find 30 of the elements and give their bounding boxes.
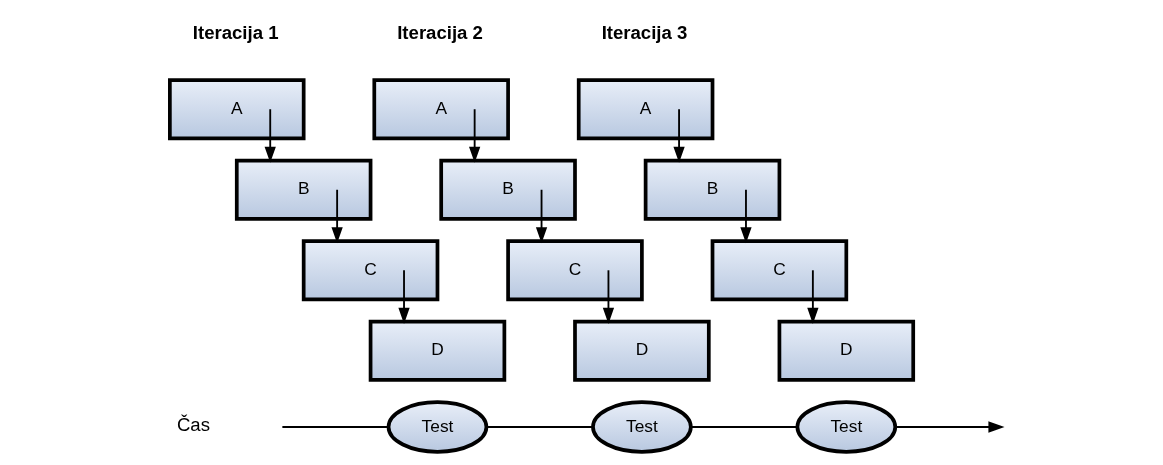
- label: Iteracija 1: [192, 21, 279, 43]
- node-box: C: [710, 239, 849, 302]
- node-box: D: [777, 319, 916, 382]
- arrow: [602, 269, 615, 324]
- node-box: A: [168, 78, 306, 141]
- label: Iteracija 3: [601, 21, 688, 43]
- arrow: [264, 108, 276, 163]
- arrow: [673, 108, 685, 163]
- arrow: [807, 269, 819, 324]
- node-ellipse: Test: [795, 400, 898, 454]
- label: Čas: [176, 414, 210, 436]
- connector: [485, 426, 594, 428]
- node-ellipse: Test: [591, 400, 693, 454]
- connector: [281, 426, 390, 428]
- node-box: A: [576, 78, 715, 141]
- arrow: [740, 188, 752, 244]
- connector: [689, 426, 798, 428]
- node-box: D: [573, 319, 711, 382]
- node-box: C: [301, 239, 440, 302]
- node-ellipse: Test: [386, 400, 489, 454]
- arrow: [398, 269, 410, 324]
- node-box: A: [372, 78, 510, 141]
- node-box: C: [506, 239, 644, 302]
- node-box: B: [643, 158, 782, 221]
- node-box: D: [368, 319, 507, 382]
- arrow: [469, 108, 481, 163]
- node-box: B: [439, 158, 577, 221]
- arrow: [894, 421, 1005, 433]
- label: Iteracija 2: [397, 21, 483, 43]
- node-box: B: [234, 158, 373, 221]
